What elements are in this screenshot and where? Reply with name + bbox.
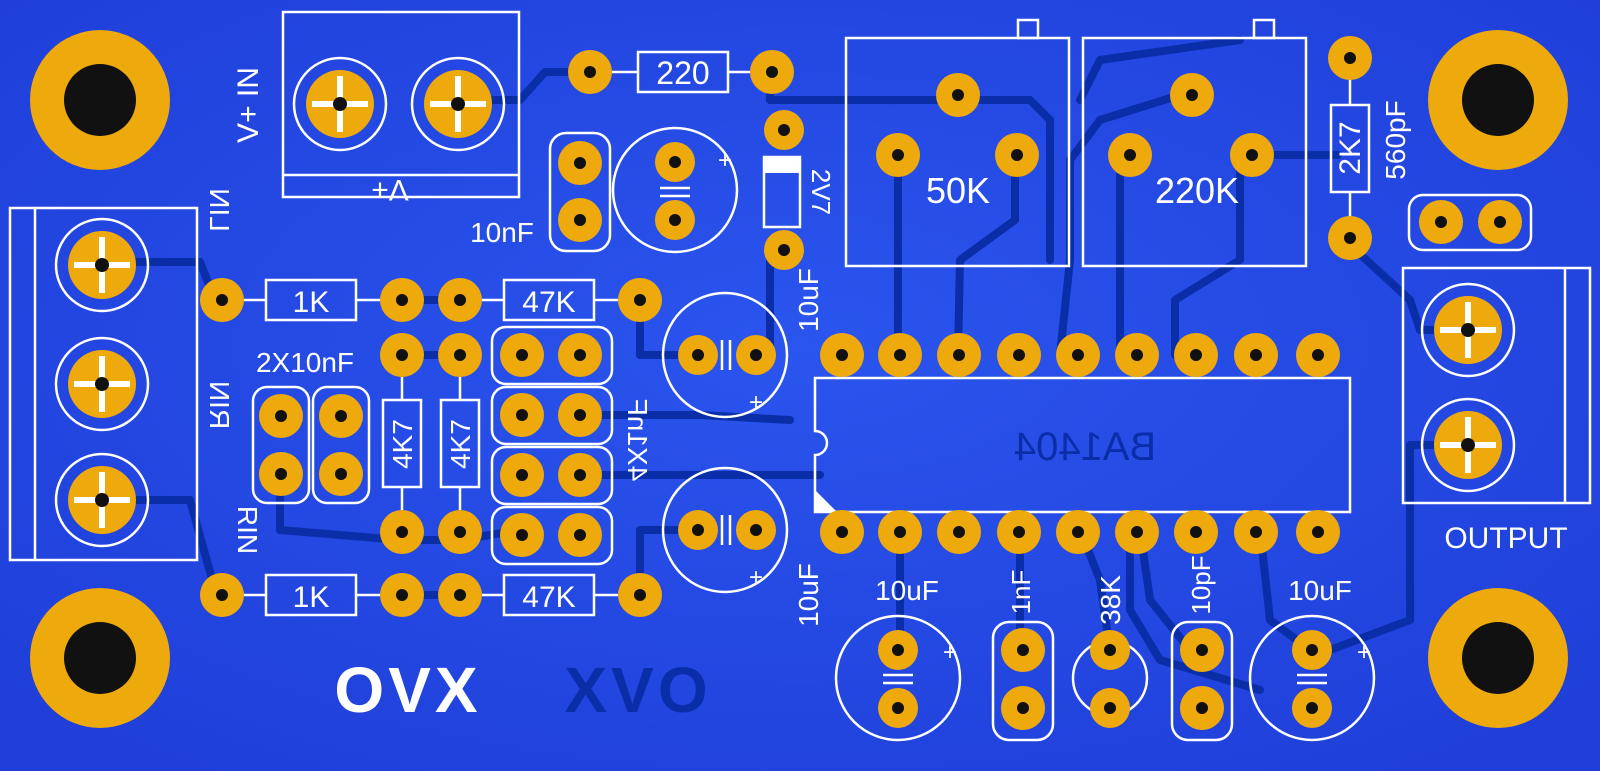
zener-label: 2V7 bbox=[806, 169, 836, 215]
electrolytic-upper-label: 10uF bbox=[793, 268, 824, 332]
plus-icon: + bbox=[943, 639, 957, 666]
electrolytic-cap-upper: + 10uF bbox=[661, 268, 824, 419]
mount-hole-br bbox=[1428, 588, 1568, 728]
potentiometer-220k: 220K bbox=[1081, 18, 1308, 268]
electrolytic-lower-label: 10uF bbox=[793, 563, 824, 627]
resistor-1k-bottom: 1K bbox=[200, 573, 424, 617]
capacitor-10nf-pair bbox=[251, 385, 371, 505]
potentiometer-220k-label: 220K bbox=[1155, 170, 1239, 211]
capacitor-1nf-label: 1nF bbox=[1006, 570, 1036, 615]
electrolytic-cap-b2: + 10uF bbox=[1248, 575, 1376, 742]
mount-hole-bl bbox=[30, 588, 170, 728]
rin-label-bottom: RIN bbox=[232, 506, 263, 554]
logo-ovx: OVX OVX bbox=[334, 654, 707, 726]
resistor-220: 220 bbox=[568, 50, 794, 94]
input-connector: LIN RIN RIN bbox=[8, 188, 263, 562]
resistor-4k7-b: 4K7 bbox=[439, 377, 481, 510]
resistor-47k-bottom-label: 47K bbox=[522, 581, 575, 614]
power-plus-label: +V bbox=[371, 173, 409, 206]
resistor-47k-bottom: 47K bbox=[438, 573, 662, 617]
power-screw-2 bbox=[410, 56, 506, 152]
power-in-label: V+ IN bbox=[232, 67, 265, 143]
resistor-1k-top: 1K bbox=[200, 278, 424, 322]
resistor-2k7: 2K7 bbox=[1328, 36, 1372, 260]
resistor-1k-bottom-label: 1K bbox=[293, 581, 330, 614]
pads-row-355 bbox=[380, 333, 482, 377]
potentiometer-50k: 50K bbox=[844, 18, 1071, 268]
zener-diode: 2V7 bbox=[762, 110, 836, 270]
mounting-holes bbox=[30, 30, 1568, 728]
power-screw-1 bbox=[292, 56, 388, 152]
plus-icon: + bbox=[718, 147, 732, 174]
electrolytic-cap-lower: + 10uF bbox=[661, 466, 824, 627]
pads-row-530 bbox=[380, 510, 482, 554]
resistor-4k7-b-label: 4K7 bbox=[445, 419, 476, 469]
power-connector: V+ IN +V bbox=[232, 10, 521, 206]
input-screw-3 bbox=[54, 452, 150, 548]
potentiometer-50k-label: 50K bbox=[926, 170, 990, 211]
component-38k-label: 38K bbox=[1095, 575, 1126, 625]
capacitor-4x1nf-label: 4X1nF bbox=[622, 399, 653, 482]
capacitor-560pf: 560pF bbox=[1380, 100, 1533, 252]
ic-pins-top bbox=[820, 333, 1340, 377]
mount-hole-tl bbox=[30, 30, 170, 170]
electrolytic-b2-label: 10uF bbox=[1288, 575, 1352, 606]
plus-icon: + bbox=[1357, 639, 1371, 666]
input-screw-1 bbox=[54, 217, 150, 313]
capacitor-10pf: 10pF bbox=[1170, 555, 1234, 742]
resistor-1k-top-label: 1K bbox=[293, 286, 330, 319]
ic-label: BA1404 bbox=[1014, 425, 1156, 469]
capacitor-4x1nf-grid: 4X1nF bbox=[490, 325, 653, 566]
plus-icon: + bbox=[749, 564, 763, 591]
resistor-4k7-a-label: 4K7 bbox=[387, 419, 418, 469]
capacitor-10pf-label: 10pF bbox=[1186, 555, 1216, 614]
logo-text: OVX bbox=[334, 654, 481, 726]
resistor-4k7-a: 4K7 bbox=[381, 377, 423, 510]
resistor-2k7-label: 2K7 bbox=[1334, 121, 1367, 174]
component-38k: 38K bbox=[1071, 575, 1149, 728]
rin-label-top: RIN bbox=[204, 381, 235, 429]
electrolytic-cap-b1: + 10uF bbox=[834, 575, 962, 742]
capacitor-10nf: 10nF bbox=[470, 131, 612, 253]
logo-text-mirrored: OVX bbox=[560, 654, 707, 726]
output-screw-1 bbox=[1420, 282, 1516, 378]
electrolytic-cap-power: + bbox=[611, 126, 739, 254]
ic-pins-bottom bbox=[820, 510, 1340, 554]
capacitor-1nf: 1nF bbox=[991, 570, 1055, 742]
output-connector: OUTPUT bbox=[1401, 266, 1592, 555]
output-screw-2 bbox=[1420, 397, 1516, 493]
ic-ba1404: BA1404 bbox=[813, 333, 1352, 554]
resistor-47k-top-label: 47K bbox=[522, 286, 575, 319]
resistor-47k-top: 47K bbox=[438, 278, 662, 322]
resistor-220-label: 220 bbox=[656, 55, 709, 91]
capacitor-10nf-label: 10nF bbox=[470, 217, 534, 248]
capacitor-2x10nf-label: 2X10nF bbox=[256, 347, 354, 378]
mount-hole-tr bbox=[1428, 30, 1568, 170]
plus-icon: + bbox=[749, 389, 763, 416]
lin-label: LIN bbox=[204, 188, 235, 232]
electrolytic-b1-label: 10uF bbox=[875, 575, 939, 606]
input-screw-2 bbox=[54, 336, 150, 432]
capacitor-560pf-label: 560pF bbox=[1380, 100, 1411, 179]
output-label: OUTPUT bbox=[1444, 522, 1567, 555]
